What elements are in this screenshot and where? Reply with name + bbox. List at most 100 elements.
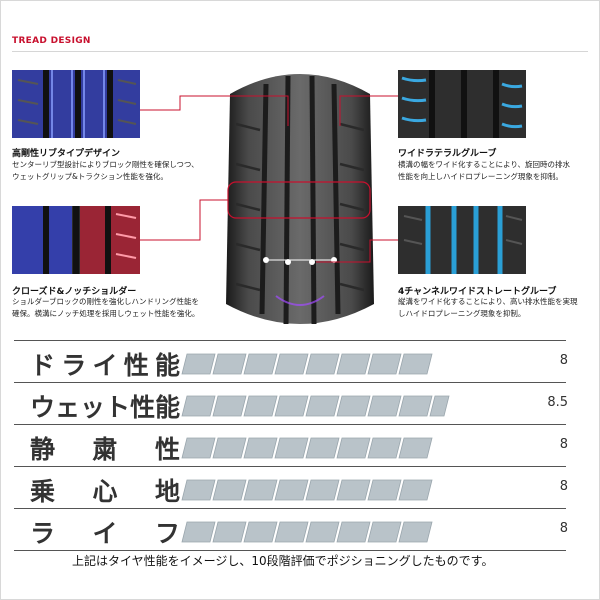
rating-label-char: 粛 (92, 435, 118, 464)
rating-label-char: ッ (80, 393, 106, 422)
feature-desc-shoulder-line1: ショルダーブロックの剛性を強化しハンドリング性能を (12, 297, 200, 306)
feature-desc-rib-line2: ウェットグリップ&トラクション性能を強化。 (12, 172, 168, 181)
feature-desc-shoulder-line2: 確保。横溝にノッチ処理を採用しウェット性能を強化。 (12, 309, 200, 318)
rating-row-divider (14, 508, 566, 509)
rating-segment (336, 479, 371, 501)
feature-image-straight-groove (398, 206, 526, 274)
rating-segment (367, 353, 402, 375)
rating-label: ライフ (30, 514, 180, 550)
rating-segment (429, 521, 464, 543)
rating-segment (274, 395, 309, 417)
rating-label-char: 性 (130, 393, 156, 422)
rating-label: 乗心地 (30, 472, 180, 508)
rating-segment (429, 437, 464, 459)
feature-desc-lateral-groove-line1: 横溝の幅をワイド化することにより、旋回時の排水 (398, 160, 571, 169)
rating-row: 乗心地 8 (14, 470, 586, 506)
rating-score: 8 (559, 353, 568, 368)
rating-label-char: 地 (154, 477, 180, 506)
rating-label-char: 静 (30, 435, 56, 464)
feature-title-straight-groove: 4チャンネルワイドストレートグルーブ (398, 287, 557, 297)
rating-bar (181, 479, 495, 501)
rating-label: ドライ性能 (30, 346, 180, 382)
rating-segment (274, 437, 309, 459)
ratings-top-rule (14, 340, 566, 341)
rating-bar (181, 395, 495, 417)
rating-segment (336, 521, 371, 543)
rating-label-char: イ (92, 351, 118, 380)
rating-score: 8 (559, 479, 568, 494)
rating-segment (429, 353, 464, 375)
feature-desc-rib-line1: センターリブ型設計によりブロック剛性を確保しつつ、 (12, 160, 199, 169)
rating-label: 静粛性 (30, 430, 180, 466)
rating-segment (398, 521, 433, 543)
rating-segment (181, 479, 216, 501)
rating-row: ライフ 8 (14, 512, 586, 548)
rating-segment (429, 395, 450, 417)
rating-segment (305, 437, 340, 459)
rating-segment (460, 395, 495, 417)
callout-lines (140, 95, 398, 263)
rating-score: 8 (559, 437, 568, 452)
rating-row: ドライ性能 8 (14, 344, 586, 380)
rating-segment (336, 437, 371, 459)
rating-segment (460, 479, 495, 501)
rating-segment (181, 353, 216, 375)
rating-row-divider (14, 550, 566, 551)
rating-label-char: ェ (55, 393, 81, 422)
rating-segment (367, 395, 402, 417)
rating-segment (274, 353, 309, 375)
rating-label-char: 性 (154, 435, 180, 464)
rating-label-char: ウ (30, 393, 56, 422)
rating-segment (243, 353, 278, 375)
rating-label-char: 乗 (30, 477, 56, 506)
rating-row-divider (14, 382, 566, 383)
rating-label-char: 性 (123, 351, 149, 380)
rating-bar (181, 437, 495, 459)
rating-segment (181, 395, 216, 417)
feature-desc-straight-groove-line2: しハイドロプレーニング現象を抑制。 (398, 309, 526, 318)
rating-segment (181, 521, 216, 543)
feature-image-lateral-groove (398, 70, 526, 138)
rating-row: 静 粛 性 8 (14, 428, 586, 464)
feature-image-shoulder (12, 206, 140, 274)
feature-image-rib (12, 70, 140, 138)
rating-segment (274, 479, 309, 501)
feature-title-lateral-groove: ワイドラテラルグルーブ (398, 149, 497, 159)
rating-segment (212, 353, 247, 375)
rating-row-divider (14, 424, 566, 425)
rating-label-char: ト (105, 393, 131, 422)
rating-segment (336, 353, 371, 375)
section-title: TREAD DESIGN (12, 36, 91, 46)
rating-segment (429, 479, 464, 501)
rating-segment (460, 353, 495, 375)
ratings-footnote: 上記はタイヤ性能をイメージし、10段階評価でポジショニングしたものです。 (72, 554, 494, 568)
rating-segment (212, 521, 247, 543)
rating-label-char: ラ (30, 519, 56, 548)
rating-label-char: ラ (61, 351, 87, 380)
feature-desc-lateral-groove-line2: 性能を向上しハイドロプレーニング現象を抑制。 (398, 172, 563, 181)
rating-segment (460, 521, 495, 543)
rating-segment (243, 395, 278, 417)
rating-segment (212, 479, 247, 501)
header-divider (12, 51, 588, 52)
feature-desc-straight-groove-line1: 縦溝をワイド化することにより、高い排水性能を実現 (398, 297, 578, 306)
rating-label-char: フ (154, 519, 180, 548)
rating-score: 8 (559, 521, 568, 536)
rating-segment (212, 395, 247, 417)
rating-segment (398, 395, 433, 417)
rating-bar (181, 521, 495, 543)
rating-segment (367, 437, 402, 459)
feature-title-rib: 高剛性リブタイプデザイン (12, 149, 121, 159)
rating-score: 8.5 (547, 395, 568, 410)
rating-segment (274, 521, 309, 543)
rating-segment (305, 479, 340, 501)
rating-segment (212, 437, 247, 459)
rating-segment (243, 437, 278, 459)
rating-segment (181, 437, 216, 459)
rating-segment (460, 437, 495, 459)
feature-title-shoulder: クローズド&ノッチショルダー (12, 287, 137, 297)
rating-segment (367, 521, 402, 543)
rating-segment (367, 479, 402, 501)
rating-row-divider (14, 466, 566, 467)
